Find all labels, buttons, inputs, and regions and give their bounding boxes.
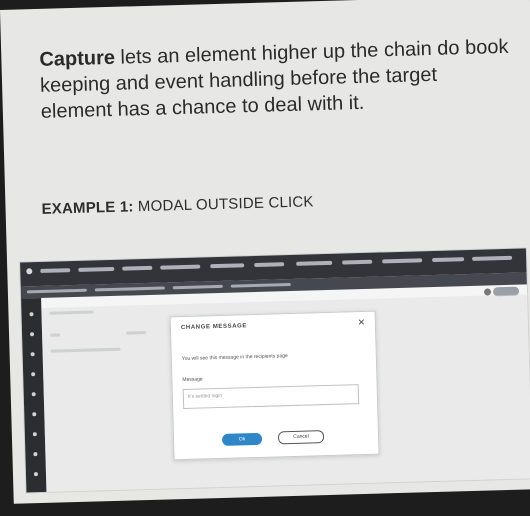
tab-item[interactable] <box>122 265 153 271</box>
slide-paragraph: Capture lets an element higher up the ch… <box>39 34 511 125</box>
tab-item[interactable] <box>40 268 71 273</box>
sidebar-icon[interactable] <box>30 332 35 337</box>
sidebar-icon[interactable] <box>32 432 37 437</box>
tab-item[interactable] <box>296 260 333 266</box>
example-label: EXAMPLE 1: <box>41 198 134 218</box>
bookmark-item[interactable] <box>26 288 87 294</box>
close-icon[interactable]: × <box>357 314 366 330</box>
tab-item[interactable] <box>382 258 423 264</box>
tab-item[interactable] <box>78 266 115 272</box>
window-dot-icon <box>26 268 33 275</box>
modal-description: You will see this message in the recipie… <box>181 353 288 363</box>
bookmark-item[interactable] <box>172 284 223 290</box>
sidebar-icon[interactable] <box>30 352 35 357</box>
ok-button[interactable]: Ok <box>221 432 263 446</box>
tab-item[interactable] <box>472 255 513 261</box>
sidebar-icon[interactable] <box>32 412 37 417</box>
bookmark-item[interactable] <box>94 286 165 292</box>
bookmark-item[interactable] <box>230 282 291 288</box>
message-input[interactable]: It's settled login <box>182 384 360 410</box>
tab-item[interactable] <box>342 259 373 265</box>
presentation-slide: Capture lets an element higher up the ch… <box>0 0 530 504</box>
sidebar-icon[interactable] <box>31 372 36 377</box>
sidebar-icon[interactable] <box>29 312 34 317</box>
app-screenshot: CHANGE MESSAGE × You will see this messa… <box>19 247 530 494</box>
sidebar-icon[interactable] <box>31 392 36 397</box>
sidebar-icon[interactable] <box>33 472 39 477</box>
message-field-label: Message <box>182 376 203 384</box>
tab-item[interactable] <box>210 263 245 269</box>
modal-title: CHANGE MESSAGE <box>180 323 248 332</box>
tab-item[interactable] <box>160 264 201 270</box>
sidebar-icon[interactable] <box>33 452 38 457</box>
example-title: MODAL OUTSIDE CLICK <box>133 193 314 216</box>
example-heading: EXAMPLE 1: MODAL OUTSIDE CLICK <box>41 193 314 218</box>
tab-item[interactable] <box>254 262 285 268</box>
tab-item[interactable] <box>432 257 465 263</box>
change-message-modal: CHANGE MESSAGE × You will see this messa… <box>169 310 380 461</box>
cancel-button[interactable]: Cancel <box>277 430 325 445</box>
capture-keyword: Capture <box>39 46 116 71</box>
